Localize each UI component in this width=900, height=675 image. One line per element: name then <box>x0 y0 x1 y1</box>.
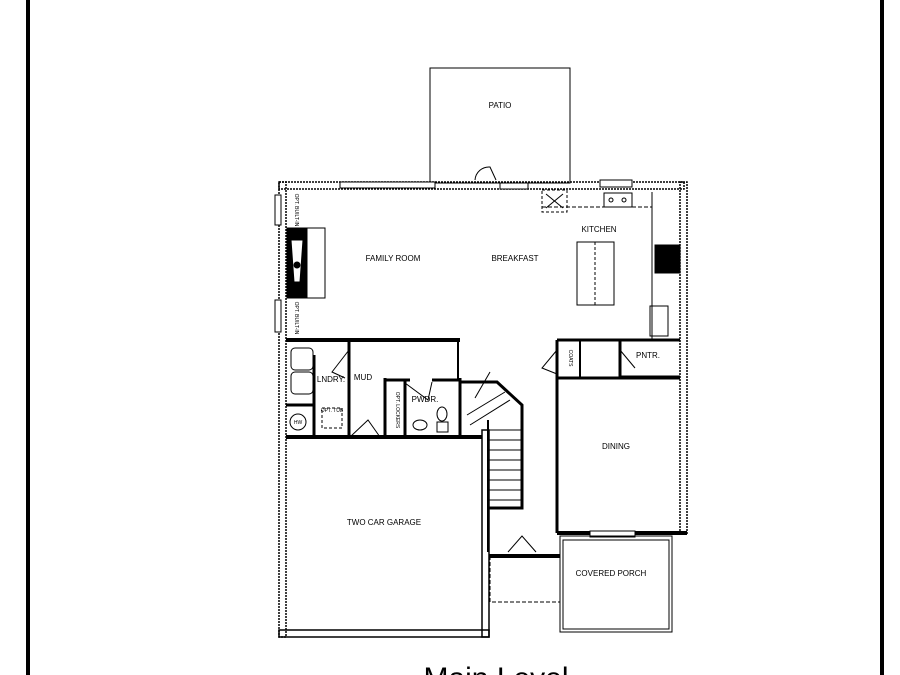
patio-outline <box>429 67 571 184</box>
windows <box>274 179 636 538</box>
room-label-covered-porch: COVERED PORCH <box>576 569 647 578</box>
frame-left <box>26 0 30 675</box>
label-water-heater: HW <box>294 420 303 426</box>
room-label-dining: DINING <box>602 442 630 451</box>
room-label-pantry: PNTR. <box>636 351 660 360</box>
room-label-laundry: LNDRY. <box>317 375 345 384</box>
frame-right <box>880 0 884 675</box>
room-label-powder: PWDR. <box>412 395 439 404</box>
room-label-mud: MUD <box>354 373 372 382</box>
plan-title: Main Level <box>423 662 568 675</box>
label-coats: COATS <box>567 350 573 368</box>
room-label-breakfast: BREAKFAST <box>491 254 538 263</box>
room-label-kitchen: KITCHEN <box>581 225 616 234</box>
room-label-patio: PATIO <box>489 101 512 110</box>
interior-walls <box>286 166 681 633</box>
label-opt-built-in-2: OPT. BUILT-IN <box>293 302 299 335</box>
fireplace <box>286 227 326 299</box>
label-opt-tub: OPT. TUB <box>321 408 344 414</box>
label-opt-built-in-1: OPT. BUILT-IN <box>293 194 299 227</box>
label-opt-lockers: OPT. LOCKERS <box>394 392 400 429</box>
room-label-family-room: FAMILY ROOM <box>366 254 421 263</box>
room-label-garage: TWO CAR GARAGE <box>347 518 421 527</box>
